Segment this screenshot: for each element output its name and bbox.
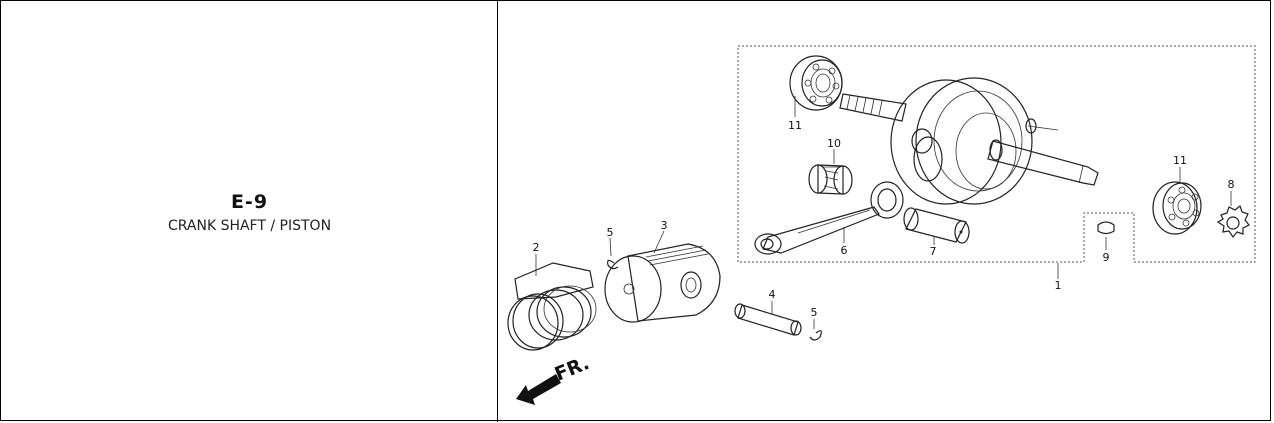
callout-11-right: 11 [1173,154,1187,167]
callout-8: 8 [1228,178,1235,191]
crankshaft-assembly-outline [737,45,1256,263]
callout-2: 2 [533,241,540,254]
piston[interactable] [604,243,721,323]
connecting-rod[interactable] [754,181,904,255]
piston-pin[interactable] [734,303,802,336]
section-header-panel: E-9 CRANK SHAFT / PISTON [1,1,498,422]
callout-6: 6 [841,244,848,257]
section-title: CRANK SHAFT / PISTON [167,218,332,234]
sprocket[interactable] [1216,204,1250,239]
front-direction-arrow-icon [516,374,561,405]
callout-1: 1 [1055,279,1062,292]
callout-11-left: 11 [788,119,802,132]
piston-pin-clip-upper[interactable] [607,259,619,270]
callout-7: 7 [930,245,937,258]
callout-3: 3 [661,219,668,232]
callout-5-upper: 5 [607,226,614,239]
bearing-right[interactable] [1152,181,1202,235]
crankshaft[interactable] [839,77,1099,205]
section-code: E-9 [230,191,269,213]
callout-5-lower: 5 [811,306,818,319]
piston-pin-clip-lower[interactable] [809,330,822,341]
bearing-left[interactable] [789,55,843,111]
woodruff-key[interactable] [1097,221,1115,235]
needle-bearing[interactable] [808,164,853,195]
callout-9: 9 [1103,251,1110,264]
callout-4: 4 [769,288,776,301]
crank-pin[interactable] [903,207,970,244]
parts-diagram: 1 2 3 4 5 5 6 7 8 9 10 11 11 FR. [498,1,1272,422]
front-direction-label: FR. [552,352,593,386]
piston-rings[interactable] [507,262,597,351]
callout-10: 10 [827,137,841,150]
